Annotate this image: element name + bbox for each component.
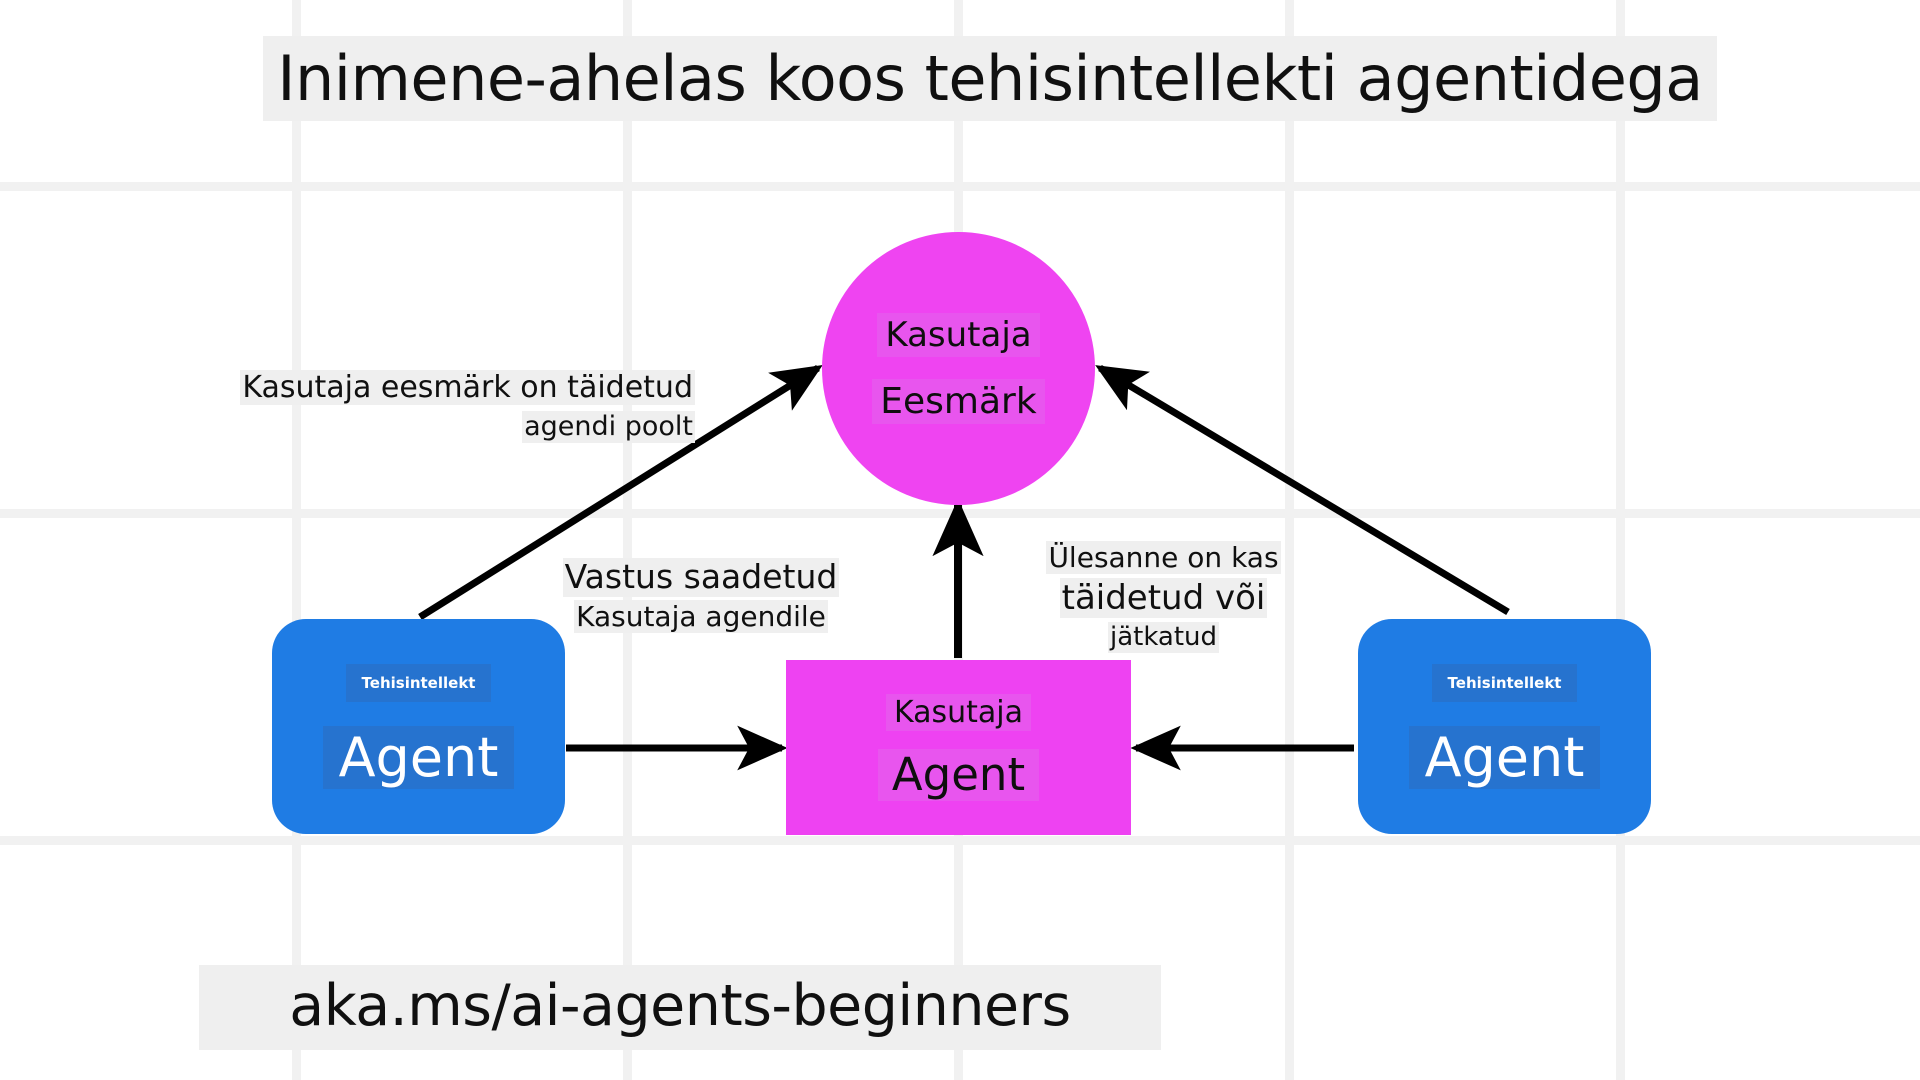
node-agent-right-label: Agent [1408,725,1601,790]
node-agent-left-label: Agent [322,725,515,790]
node-user-goal[interactable]: Kasutaja Eesmärk [822,232,1095,505]
node-agent-right[interactable]: Tehisintellekt Agent [1358,619,1651,834]
footer-url[interactable]: aka.ms/ai-agents-beginners [70,965,1290,1051]
grid-line-vertical [623,0,632,1080]
edge-label-goal-fulfilled-line1: Kasutaja eesmärk on täidetud [240,370,695,406]
edge-label-response-sent: Vastus saadetud Kasutaja agendile [562,557,840,633]
page-title: Inimene-ahelas koos tehisintellekti agen… [215,36,1765,122]
edge-label-task-state-line1: Ülesanne on kas [1046,541,1281,575]
page-title-text: Inimene-ahelas koos tehisintellekti agen… [263,36,1717,122]
node-user-goal-line1: Kasutaja [877,313,1040,357]
node-agent-right-kicker: Tehisintellekt [1431,663,1578,702]
edge-label-response-sent-line1: Vastus saadetud [562,557,840,597]
grid-line-vertical [954,0,963,1080]
grid-line-horizontal [0,182,1920,191]
node-user-goal-line2: Eesmärk [872,379,1045,424]
grid-line-vertical [1285,0,1294,1080]
grid-line-horizontal [0,836,1920,845]
edge-label-goal-fulfilled: Kasutaja eesmärk on täidetud agendi pool… [240,370,695,444]
node-user-agent-kicker: Kasutaja [885,694,1032,732]
edge-label-goal-fulfilled-line2: agendi poolt [522,411,695,444]
grid-line-vertical [1616,0,1625,1080]
edge-label-response-sent-line2: Kasutaja agendile [574,599,828,633]
node-user-agent-label: Agent [877,749,1040,801]
edge-label-task-state-line3: jätkatud [1107,622,1220,653]
grid-line-vertical [292,0,301,1080]
edge-label-task-state: Ülesanne on kas täidetud või jätkatud [1046,541,1281,653]
node-agent-left[interactable]: Tehisintellekt Agent [272,619,565,834]
edge-label-task-state-line2: täidetud või [1059,578,1268,619]
node-agent-left-kicker: Tehisintellekt [345,663,492,702]
node-user-agent[interactable]: Kasutaja Agent [786,660,1131,835]
footer-url-text: aka.ms/ai-agents-beginners [199,965,1161,1051]
grid-line-horizontal [0,509,1920,518]
